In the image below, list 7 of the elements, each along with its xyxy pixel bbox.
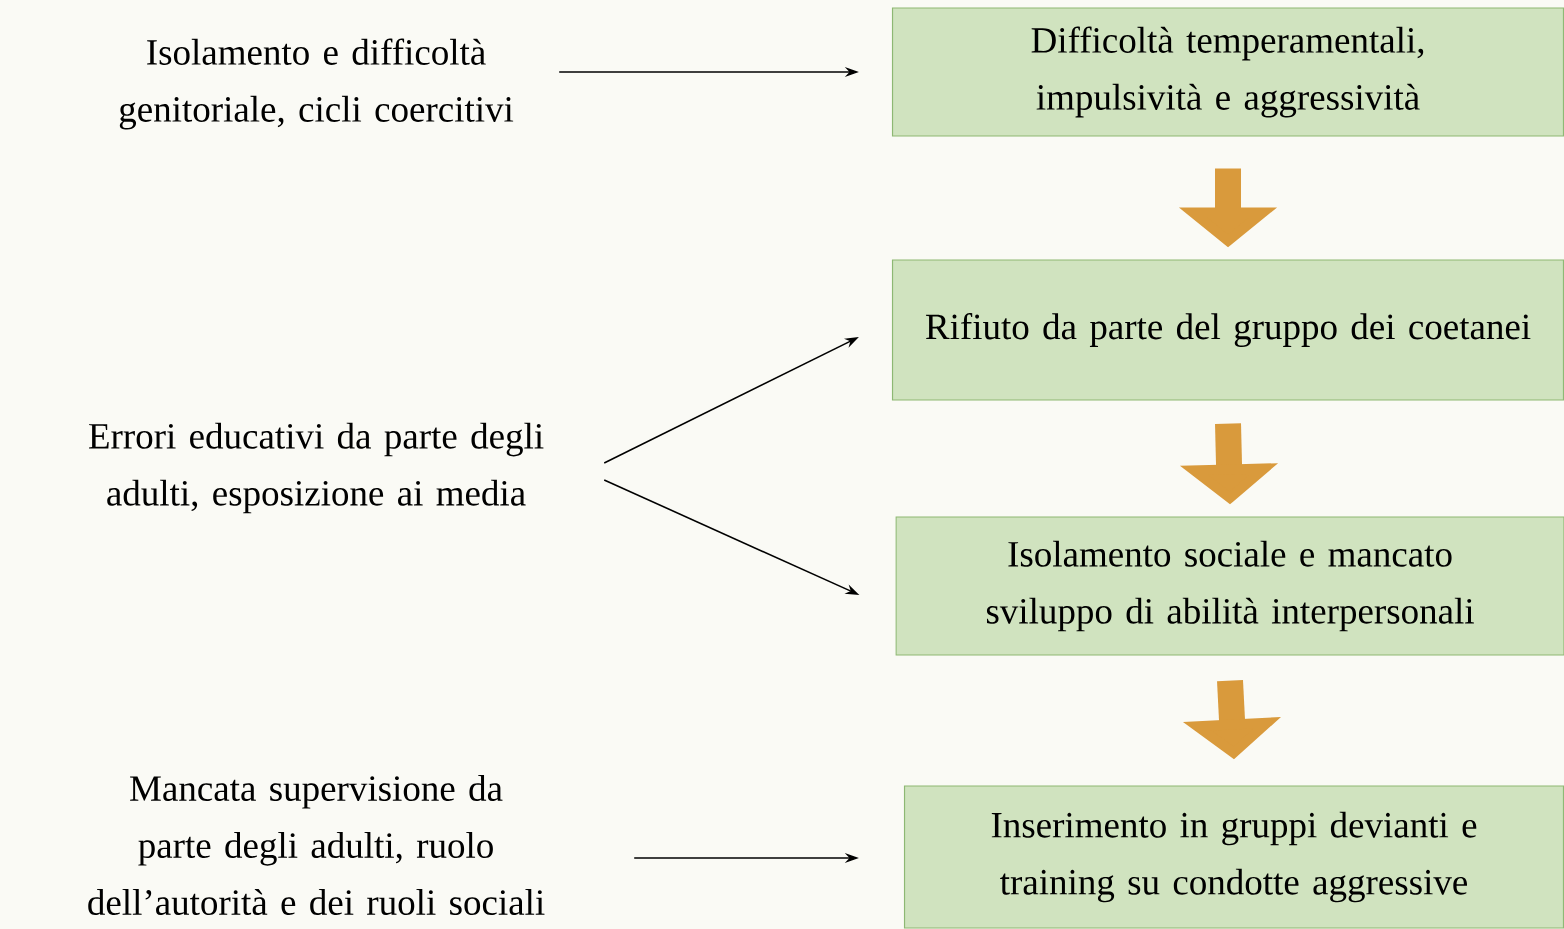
cause-text: Errori educativi da parte degli adulti, esposizione ai media bbox=[89, 422, 544, 514]
process-box: Isolamento sociale e mancato sviluppo di abilità interpersonali bbox=[895, 516, 1564, 656]
process-box: Inserimento in gruppi devianti e training su condotte aggressive bbox=[903, 785, 1564, 929]
process-box: Difficoltà temperamentali, impulsività e aggressività bbox=[891, 7, 1564, 137]
process-box: Rifiuto da parte del gruppo dei coetanei bbox=[891, 259, 1564, 401]
cause-text: Isolamento e difficoltà genitoriale, cicli coercitivi bbox=[119, 38, 514, 130]
cause-text: Mancata supervisione da parte degli adulti, ruolo dell’autorità e dei ruoli sociali bbox=[88, 775, 545, 915]
